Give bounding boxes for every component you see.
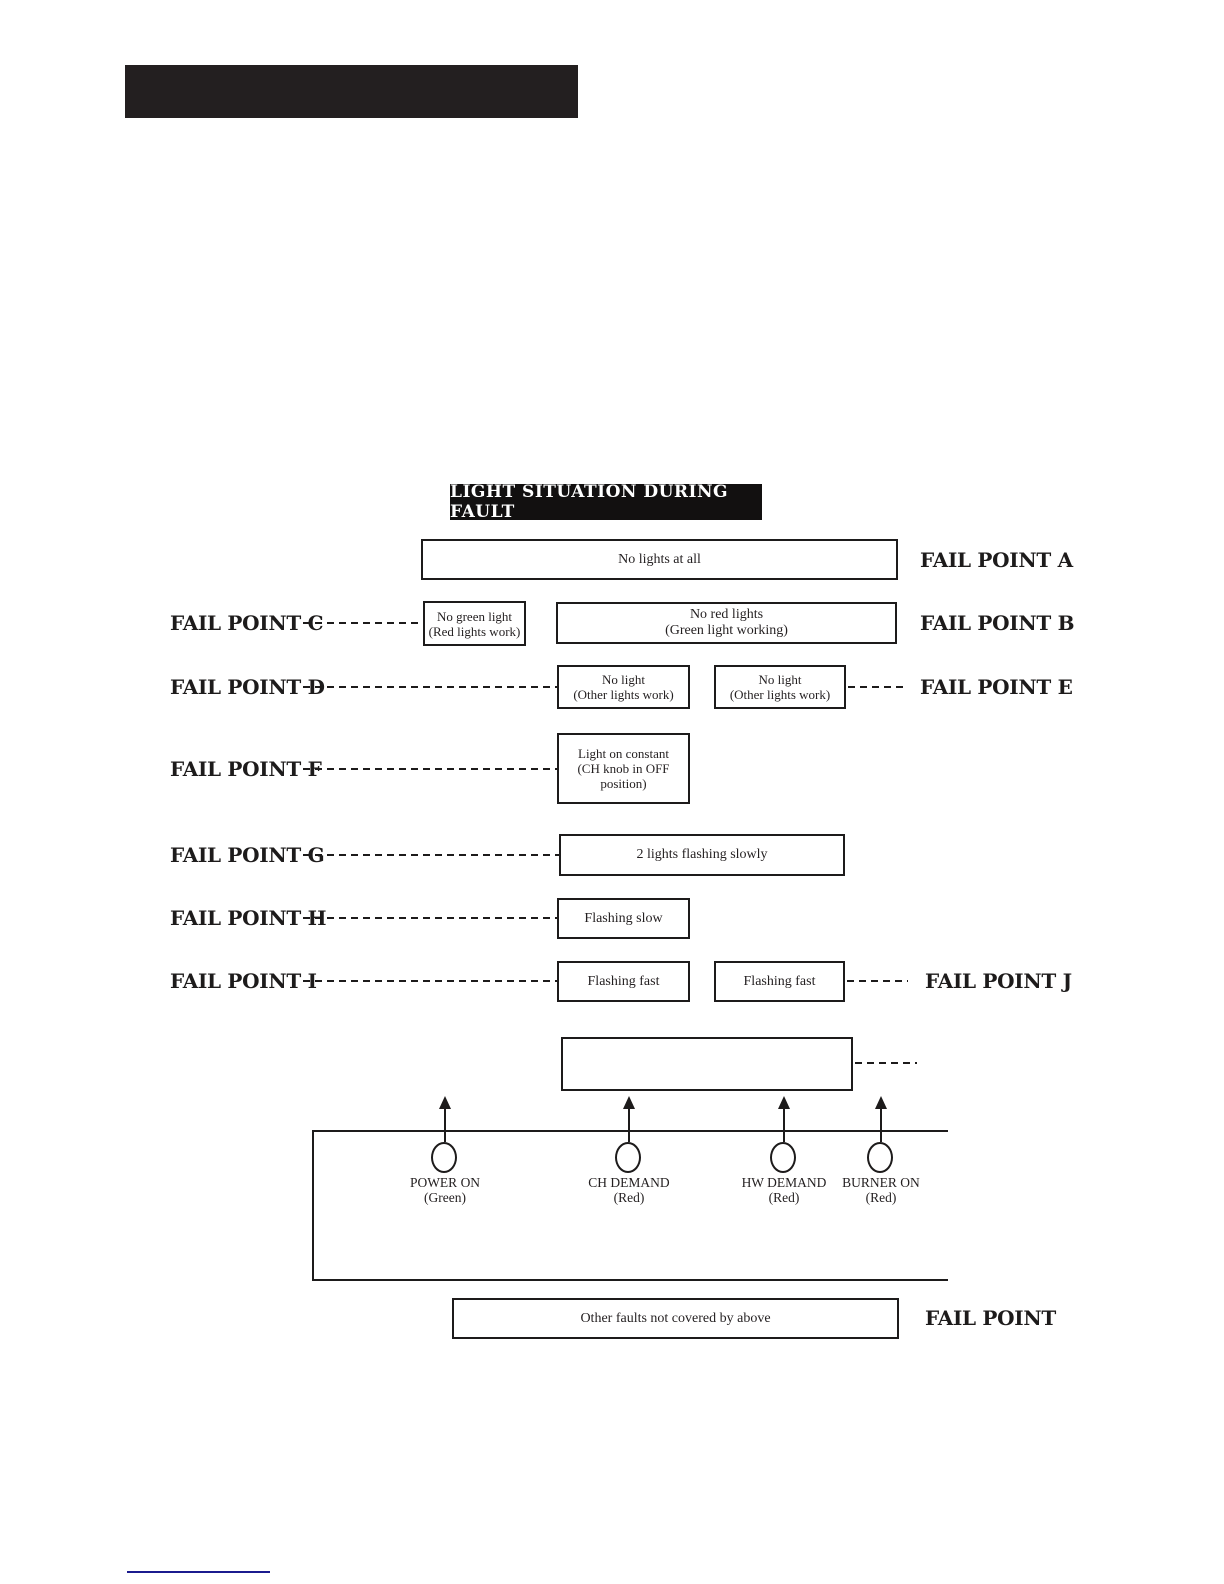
indicator-color: (Red) xyxy=(613,1190,645,1205)
flow-box-text: No light xyxy=(758,672,802,687)
fail-point-label-i: FAIL POINT I xyxy=(170,969,317,993)
dashed-connector-e xyxy=(848,686,908,688)
arrow-up-icon xyxy=(875,1096,887,1109)
indicator-label-ch-demand: CH DEMAND (Red) xyxy=(559,1175,699,1205)
flow-box-flashing-fast-right: Flashing fast xyxy=(714,961,845,1002)
arrow-stem xyxy=(444,1108,446,1142)
flow-box-no-light-right: No light (Other lights work) xyxy=(714,665,846,709)
indicator-lamp-hw-demand-icon xyxy=(770,1142,796,1173)
dashed-connector-j xyxy=(847,980,908,982)
flow-box-text: (Green light working) xyxy=(665,623,788,638)
flow-box-text: No lights at all xyxy=(618,551,701,567)
fail-point-label-a: FAIL POINT A xyxy=(920,548,1073,572)
flow-box-text: No red lights xyxy=(689,607,764,622)
flow-box-text: (CH knob in OFF xyxy=(577,761,670,776)
fail-point-label-f: FAIL POINT F xyxy=(170,757,322,781)
redacted-header-bar xyxy=(125,65,578,118)
indicator-color: (Red) xyxy=(865,1190,897,1205)
fail-point-label-c: FAIL POINT C xyxy=(170,611,324,635)
arrow-stem xyxy=(783,1108,785,1142)
arrow-up-icon xyxy=(439,1096,451,1109)
flow-box-light-constant: Light on constant (CH knob in OFF positi… xyxy=(557,733,690,804)
dashed-connector-empty-box xyxy=(855,1062,917,1064)
flow-box-text: Light on constant xyxy=(578,746,669,761)
indicator-name: POWER ON xyxy=(409,1175,481,1190)
fail-point-label-g: FAIL POINT G xyxy=(170,843,325,867)
flow-box-text: No light xyxy=(602,672,645,687)
dashed-connector-h xyxy=(303,917,558,919)
flow-box-text: No green light xyxy=(436,608,513,624)
dashed-connector-g xyxy=(303,854,560,856)
flow-box-text: (Other lights work) xyxy=(573,687,674,702)
indicator-lamp-power-on-icon xyxy=(431,1142,457,1173)
fail-point-label-h: FAIL POINT H xyxy=(170,906,327,930)
flow-box-flashing-fast-left: Flashing fast xyxy=(557,961,690,1002)
indicator-color: (Green) xyxy=(424,1190,466,1205)
fail-point-label-other: FAIL POINT xyxy=(925,1306,1056,1330)
fail-point-label-b: FAIL POINT B xyxy=(920,611,1075,635)
flow-box-text: Flashing slow xyxy=(584,910,663,926)
dashed-connector-f xyxy=(303,768,557,770)
flow-box-no-light-left: No light (Other lights work) xyxy=(557,665,690,709)
flow-box-no-lights: No lights at all xyxy=(421,539,898,580)
flow-box-text: 2 lights flashing slowly xyxy=(636,847,768,862)
fail-point-label-d: FAIL POINT D xyxy=(170,675,325,699)
flow-box-text: Other faults not covered by above xyxy=(580,1310,771,1326)
flow-box-text: Flashing fast xyxy=(743,973,816,989)
dashed-connector-d xyxy=(303,686,557,688)
control-panel-outline xyxy=(312,1130,948,1281)
indicator-color: (Red) xyxy=(768,1190,800,1205)
indicator-label-burner-on: BURNER ON (Red) xyxy=(811,1175,951,1205)
arrow-stem xyxy=(880,1108,882,1142)
section-title: LIGHT SITUATION DURING FAULT xyxy=(450,482,762,522)
indicator-name: CH DEMAND xyxy=(588,1175,670,1190)
flow-box-flashing-slow: Flashing slow xyxy=(557,898,690,939)
flow-box-empty xyxy=(561,1037,853,1091)
fail-point-label-j: FAIL POINT J xyxy=(925,969,1072,993)
flow-box-other-faults: Other faults not covered by above xyxy=(452,1298,899,1339)
dashed-connector-c xyxy=(303,622,423,624)
indicator-name: BURNER ON xyxy=(842,1175,920,1190)
dashed-connector-i xyxy=(303,980,558,982)
indicator-lamp-ch-demand-icon xyxy=(615,1142,641,1173)
indicator-lamp-burner-on-icon xyxy=(867,1142,893,1173)
fail-point-label-e: FAIL POINT E xyxy=(920,675,1073,699)
flow-box-text: (Other lights work) xyxy=(729,687,831,702)
arrow-up-icon xyxy=(778,1096,790,1109)
footer-rule xyxy=(127,1571,270,1573)
indicator-name: HW DEMAND xyxy=(741,1175,827,1190)
flow-box-text: (Red lights work) xyxy=(428,623,521,639)
flow-box-text: Flashing fast xyxy=(587,973,660,989)
flow-box-no-red-lights: No red lights (Green light working) xyxy=(556,602,897,644)
indicator-label-hw-demand: HW DEMAND (Red) xyxy=(714,1175,854,1205)
flow-box-two-lights-flashing: 2 lights flashing slowly xyxy=(559,834,845,876)
flow-box-no-green-light: No green light (Red lights work) xyxy=(423,601,526,646)
arrow-up-icon xyxy=(623,1096,635,1109)
indicator-label-power-on: POWER ON (Green) xyxy=(375,1175,515,1205)
flow-box-text: position) xyxy=(600,776,647,791)
arrow-stem xyxy=(628,1108,630,1142)
